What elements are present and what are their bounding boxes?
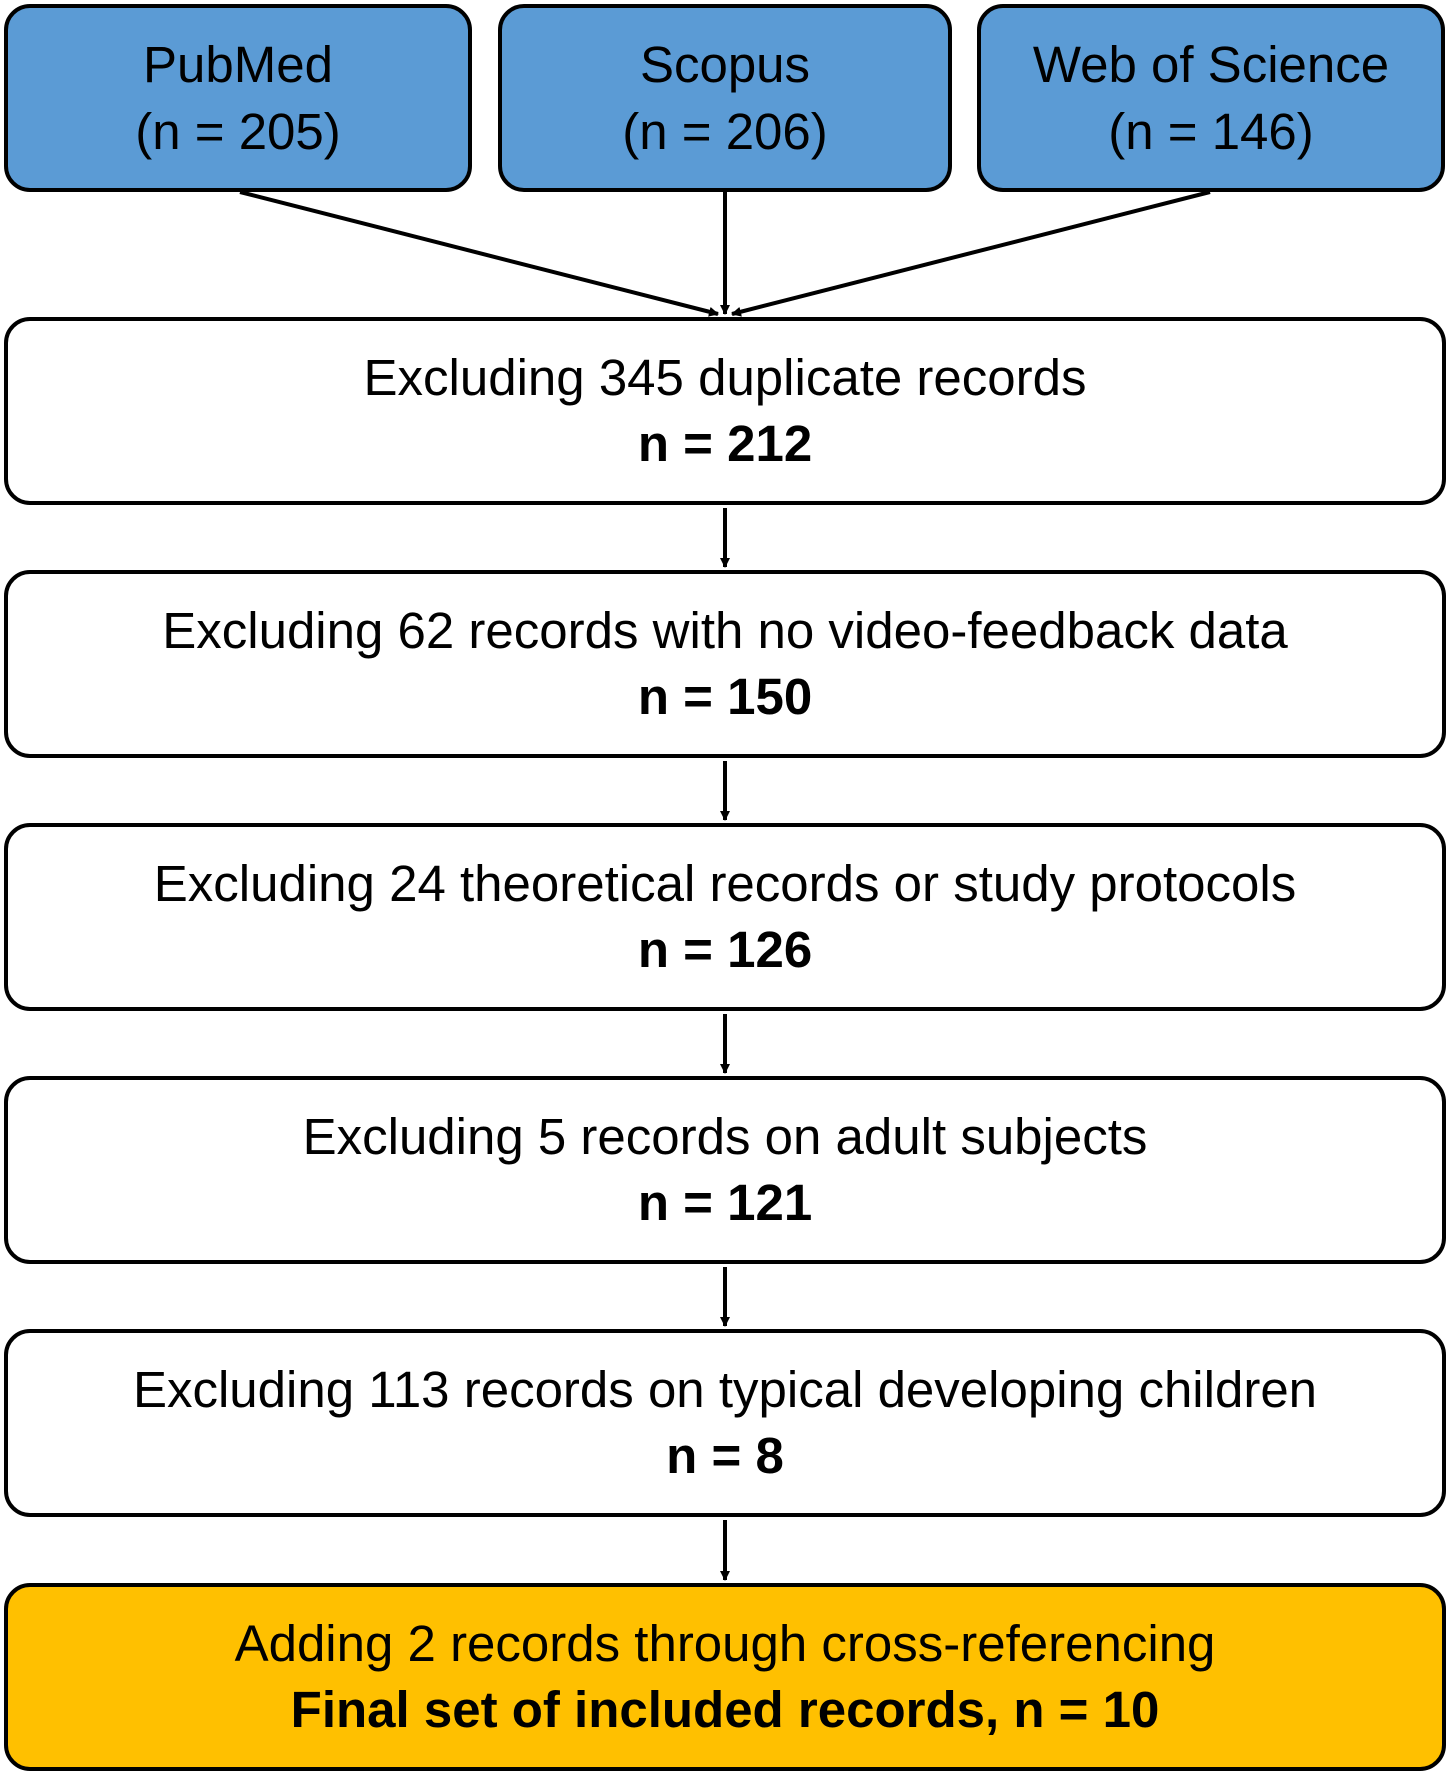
source-count: (n = 206) (622, 103, 828, 160)
step-box-theoretical: Excluding 24 theoretical records or stud… (4, 823, 1446, 1011)
source-box-web-of-science: Web of Science (n = 146) (977, 4, 1445, 192)
step-count: n = 8 (666, 1427, 784, 1484)
step-box-duplicates: Excluding 345 duplicate records n = 212 (4, 317, 1446, 505)
arrow-wos-to-step1 (731, 190, 1211, 317)
step-text: Excluding 5 records on adult subjects (302, 1108, 1148, 1165)
step-text: Excluding 24 theoretical records or stud… (153, 855, 1297, 912)
source-name: PubMed (143, 36, 333, 93)
source-name: Scopus (639, 36, 811, 93)
step-text: Excluding 113 records on typical develop… (132, 1361, 1318, 1418)
step-box-adult-subjects: Excluding 5 records on adult subjects n … (4, 1076, 1446, 1264)
step-count: n = 126 (637, 921, 813, 978)
source-name: Web of Science (1032, 36, 1390, 93)
step-count: n = 212 (637, 415, 813, 472)
step-text: Excluding 62 records with no video-feedb… (162, 602, 1288, 659)
source-box-scopus: Scopus (n = 206) (498, 4, 952, 192)
final-text: Adding 2 records through cross-referenci… (234, 1615, 1216, 1672)
final-box: Adding 2 records through cross-referenci… (4, 1583, 1446, 1771)
source-box-pubmed: PubMed (n = 205) (4, 4, 472, 192)
step-count: n = 150 (637, 668, 813, 725)
step-box-typical-children: Excluding 113 records on typical develop… (4, 1329, 1446, 1517)
source-count: (n = 205) (135, 103, 341, 160)
step-count: n = 121 (637, 1174, 813, 1231)
step-box-no-video-feedback: Excluding 62 records with no video-feedb… (4, 570, 1446, 758)
arrow-pubmed-to-step1 (239, 190, 719, 317)
step-text: Excluding 345 duplicate records (363, 349, 1087, 406)
source-count: (n = 146) (1108, 103, 1314, 160)
final-count: Final set of included records, n = 10 (290, 1681, 1160, 1738)
